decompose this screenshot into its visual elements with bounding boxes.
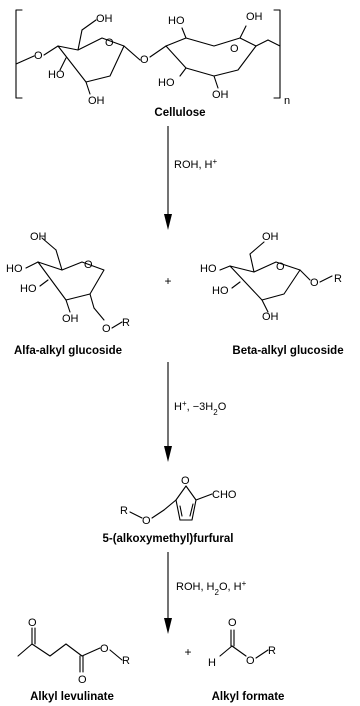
cellulose-ho-1: HO: [48, 69, 65, 81]
alfa-ring-o: O: [84, 259, 93, 271]
beta-oh-2: OH: [262, 311, 279, 323]
formate-o-ester: O: [246, 655, 255, 667]
levulinate-o-ester: O: [100, 643, 109, 655]
amf-o-ether: O: [142, 515, 151, 527]
repeat-subscript: n: [284, 95, 290, 107]
cellulose-o-left: O: [34, 50, 43, 62]
alfa-ho-1: HO: [6, 263, 23, 275]
levulinate-o-keto: O: [28, 617, 37, 629]
alfa-oh-1: OH: [30, 231, 47, 243]
amf-r: R: [120, 505, 128, 517]
alfa-r: R: [122, 317, 130, 329]
levulinate-r: R: [122, 655, 130, 667]
formate-o-db: O: [228, 617, 237, 629]
amf-cho: CHO: [212, 489, 237, 501]
beta-ho-2: HO: [212, 285, 229, 297]
right-bracket: [273, 9, 281, 99]
plus-sign-2: +: [184, 645, 191, 659]
condition-step-3: ROH, H2O, H+: [176, 579, 247, 597]
formate-h: H: [208, 657, 216, 669]
cellulose-ho-2: HO: [168, 15, 185, 27]
amf-ring-o: O: [181, 475, 190, 487]
plus-sign-1: +: [164, 274, 171, 288]
beta-r: R: [334, 273, 342, 285]
alkyl-formate-structure: O H O R: [208, 617, 276, 669]
beta-alkyl-glucoside-structure: OH O HO HO OH O R: [200, 231, 342, 323]
alkyl-levulinate-structure: O O O R: [17, 617, 130, 686]
cellulose-o-link: O: [140, 54, 149, 66]
alfa-oh-2: OH: [62, 313, 79, 325]
cellulose-ring-o-2: O: [230, 43, 239, 55]
cellulose-structure: n O OH O HO OH O HO OH O HO OH: [15, 9, 290, 107]
beta-ho-1: HO: [200, 263, 217, 275]
formate-label: Alkyl formate: [212, 691, 285, 703]
condition-step-1: ROH, H+: [174, 157, 218, 172]
alfa-ho-2: HO: [20, 283, 37, 295]
cellulose-label: Cellulose: [154, 107, 205, 119]
amf-label: 5-(alkoxymethyl)furfural: [102, 533, 233, 545]
cellulose-oh-5: OH: [212, 89, 229, 101]
formate-r: R: [268, 645, 276, 657]
alkoxymethylfurfural-structure: R O O CHO: [120, 475, 237, 527]
cellulose-oh-2: OH: [88, 95, 105, 107]
beta-o-r: O: [310, 277, 319, 289]
beta-oh-1: OH: [262, 231, 279, 243]
cellulose-ring-o-1: O: [105, 37, 114, 49]
left-bracket: [15, 9, 23, 99]
beta-ring-o: O: [276, 261, 285, 273]
levulinate-label: Alkyl levulinate: [30, 691, 114, 703]
alfa-o-r: O: [102, 323, 111, 335]
cellulose-oh-4: OH: [246, 11, 263, 23]
cellulose-oh-1: OH: [96, 13, 113, 25]
levulinate-o-ester-db: O: [78, 674, 87, 686]
beta-label: Beta-alkyl glucoside: [232, 345, 343, 357]
condition-step-2: H+, −3H2O: [174, 399, 227, 417]
cellulose-ho-3: HO: [158, 77, 175, 89]
alfa-label: Alfa-alkyl glucoside: [14, 345, 122, 357]
alfa-alkyl-glucoside-structure: OH O HO HO OH O R: [6, 231, 130, 335]
